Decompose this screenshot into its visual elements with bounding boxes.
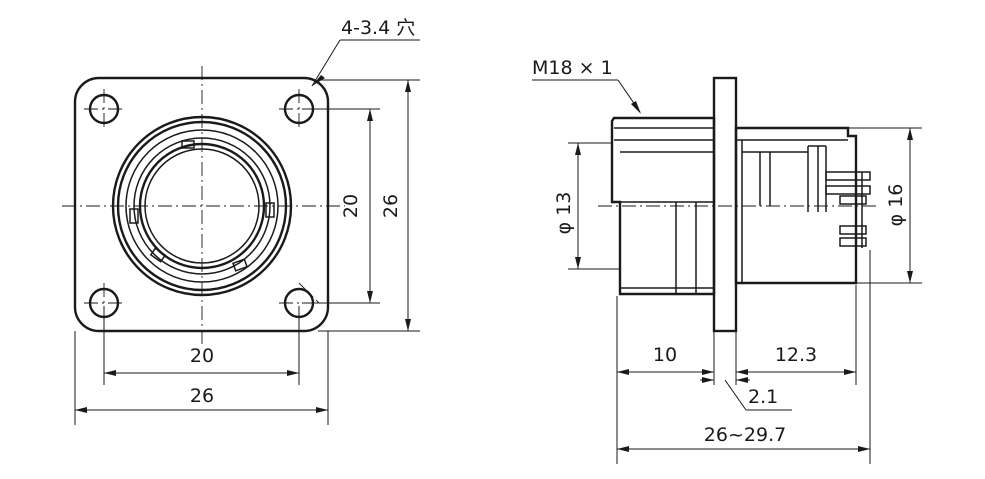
key-notches bbox=[129, 140, 275, 272]
threaded-body bbox=[610, 116, 716, 296]
front-height-outer-label: 26 bbox=[380, 194, 402, 218]
holes-callout: 4-3.4 穴 bbox=[341, 17, 415, 39]
front-flange bbox=[73, 76, 330, 333]
len-10-label: 10 bbox=[653, 344, 677, 366]
rear-terminals bbox=[825, 160, 871, 250]
total-length-label: 26~29.7 bbox=[704, 424, 786, 446]
side-view: M18 × 1 φ 13 φ 16 10 12.3 2.1 26~29.7 bbox=[532, 57, 922, 464]
flange-2-1-label: 2.1 bbox=[748, 386, 778, 408]
thread-callout: M18 × 1 bbox=[532, 57, 613, 79]
receptacle-rings bbox=[111, 115, 293, 297]
dia-13-label: φ 13 bbox=[553, 192, 575, 235]
side-flange bbox=[712, 76, 738, 333]
front-view: 4-3.4 穴 20 26 20 26 bbox=[62, 17, 420, 425]
front-height-inner-label: 20 bbox=[340, 194, 362, 218]
len-12-3-label: 12.3 bbox=[775, 344, 817, 366]
dia-16-label: φ 16 bbox=[885, 184, 907, 227]
front-width-inner-label: 20 bbox=[190, 345, 214, 367]
front-width-outer-label: 26 bbox=[190, 385, 214, 407]
